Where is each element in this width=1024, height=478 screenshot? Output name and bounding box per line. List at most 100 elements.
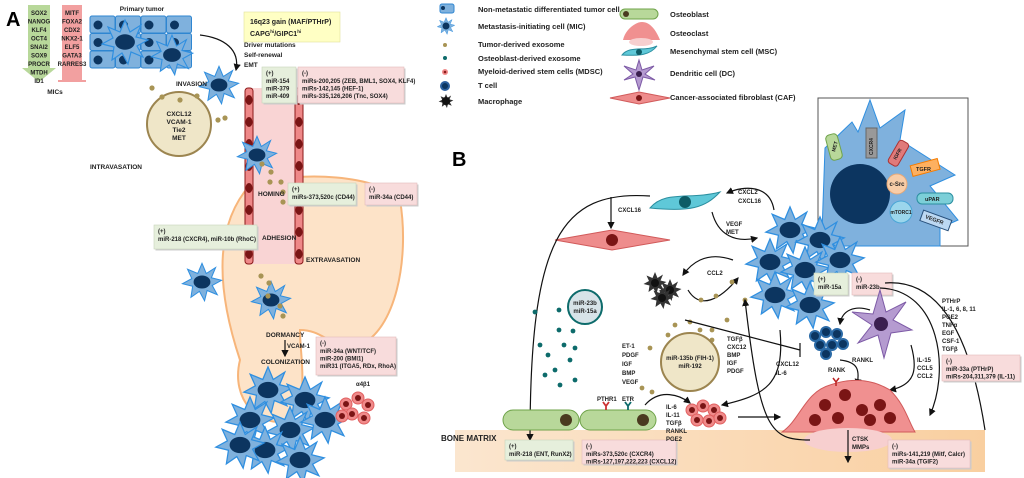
legend-label-osteoblast: Osteoblast (670, 10, 709, 19)
receptor-igfr: IGFR (893, 147, 904, 161)
stage-colonization: COLONIZATION (261, 359, 310, 366)
osteoblast-factor: IGF (622, 362, 632, 368)
mir-entry: miR-409 (266, 94, 290, 100)
chemokine-label: CXCL2 (738, 190, 758, 196)
mdsc-cluster (335, 391, 375, 425)
progression-arrow (199, 34, 241, 72)
mir-box-sign: (+) (266, 71, 274, 77)
mic-up-marker: SNAI2 (30, 45, 48, 51)
legend-label-osteoblast-exosome: Osteoblast-derived exosome (478, 54, 581, 63)
mir-entry: miRs-200,205 (ZEB, BML1, SOX4, KLF4) (302, 79, 415, 85)
legend: Non-metastatic differentiated tumor cell… (437, 3, 796, 109)
mic-down-marker: CDX2 (64, 28, 81, 34)
mir-box-sign: (-) (586, 444, 592, 450)
mir-entry: miR-379 (266, 87, 290, 93)
osteoblast-factor: PDGF (622, 353, 639, 359)
rank-receptor-icon (832, 377, 840, 386)
dc-cytokine: CCL2 (917, 374, 933, 380)
receptor-cxcr4: CXCR4 (869, 138, 875, 155)
receptor-upar: uPAR (925, 197, 940, 203)
nucleus (830, 164, 890, 224)
premetastatic-niche (146, 91, 212, 157)
growth-factor-label: MET (726, 230, 739, 236)
growth-factor-label-list: VEGF MET (726, 222, 743, 236)
growth-factor-label: VEGF (726, 222, 743, 228)
legend-label-tumor-exosome: Tumor-derived exosome (478, 40, 565, 49)
legend-label-mdsc: Myeloid-derived stem cells (MDSC) (478, 67, 603, 76)
mir-entry: miR-33a (PTHrP) (946, 367, 993, 373)
mir-entry: miR-218 (CXCR4), miR-10b (RhoC) (158, 237, 256, 243)
mic-down-marker: FOXA2 (62, 20, 83, 26)
niche-factor: MET (172, 135, 186, 142)
mir-entry: miRs-127,197,222,223 (CXCL12) (586, 460, 676, 466)
rankl-label: RANKL (852, 358, 873, 364)
bone-factor: IGF (727, 361, 737, 367)
tumor-mir-list: miR-135b (FIH-1) miR-192 (666, 356, 714, 370)
etr-receptor-icon (624, 401, 632, 410)
c-src-label: c-Src (889, 182, 905, 188)
mir-box-sign: (+) (158, 229, 166, 235)
mic-down-marker: GATA3 (62, 54, 82, 60)
mic-up-marker: ID1 (34, 79, 44, 85)
osteoblast-factor: ET-1 (622, 344, 635, 350)
homing-promoting-mirs: (+)miRs-373,520c (CD44) (287, 182, 358, 207)
dc-factor: IL-1, 6, 8, 11 (942, 307, 976, 313)
osteoblast-icon (619, 8, 659, 20)
etr-label: ETR (622, 397, 635, 403)
adhesion-promoting-mirs: (+) miR-218 (CXCR4), miR-10b (RhoC) (153, 224, 259, 251)
stromal-factor: CXCL12 (776, 362, 800, 368)
mic-up-marker: KLF4 (32, 28, 48, 34)
colonization-suppressing-mirs: (-)miR-34a (WNT/TCF)miR-200 (BMI1)miR31 … (315, 336, 398, 377)
bone-factor: CXC12 (727, 345, 747, 351)
migrating-mics (101, 19, 292, 320)
bone-factor: TGFβ (727, 337, 743, 343)
cxcl16-label: CXCL16 (618, 208, 642, 214)
mir-box-sign: (-) (892, 444, 898, 450)
legend-label-osteoclast: Osteoclast (670, 29, 709, 38)
mics-label: MICs (47, 89, 63, 96)
pthr1-label: PTHR1 (597, 397, 617, 403)
osteoblast-exosome-icon (443, 56, 447, 60)
tumor-exosomes (149, 85, 286, 319)
mic-down-marker: MITF (65, 11, 79, 17)
stage-extravasation: EXTRAVASATION (306, 257, 360, 264)
gain-box: 16q23 gain (MAF/PTHrP) CAPGhi/GIPC1hi (243, 11, 341, 43)
mir-entry: miR-218 (ENT, RunX2) (509, 452, 572, 458)
macrophage-cluster (643, 272, 682, 309)
osteoblast-exosome-mirs (567, 289, 603, 325)
legend-label-tumor-cell: Non-metastatic differentiated tumor cell (478, 5, 620, 14)
mir-entry: miRs-204,311,379 (IL-11) (946, 375, 1015, 381)
panel-a-label: A (6, 9, 20, 31)
mir-box-sign: (-) (946, 359, 952, 365)
osteoclast-suppressing-mirs: (-)miRs-141,219 (Mitf, Calcr)miR-34a (TG… (887, 439, 972, 470)
primary-tumor-label: Primary tumor (120, 6, 165, 13)
gain-box-line1: 16q23 gain (MAF/PTHrP) (250, 19, 331, 26)
legend-label-t-cell: T cell (478, 81, 497, 90)
dc-factor: TGFβ (942, 347, 958, 353)
niche-factor: CXCL12 (167, 111, 192, 118)
driver-label: EMT (244, 62, 258, 69)
mir-box-sign: (+) (509, 444, 517, 450)
mir-box-sign: (-) (856, 277, 862, 283)
mir-entry: miRs-142,145 (HEF-1) (302, 87, 363, 93)
osteoclast-icon (623, 22, 660, 40)
mic-suppressing-mirs: (-)miR-23b (851, 272, 894, 297)
dc-cytokine: CCL5 (917, 366, 933, 372)
tumor-mir: miR-192 (678, 364, 702, 370)
chemokine-label: CXCL16 (738, 199, 762, 205)
tumor-mir: miR-135b (FIH-1) (666, 356, 714, 362)
mic-receptor-inset: c-Src mTORC1 MET CXCR4 IGFR TGFR uPAR VE… (817, 97, 969, 247)
stage-homing: HOMING (258, 191, 285, 198)
bone-suppressing-mirs: (-)miRs-373,520c (CXCR4)miRs-127,197,222… (581, 439, 678, 466)
mic-up-marker: PROCR (28, 62, 50, 68)
stage-intravasation: INTRAVASATION (90, 164, 142, 171)
